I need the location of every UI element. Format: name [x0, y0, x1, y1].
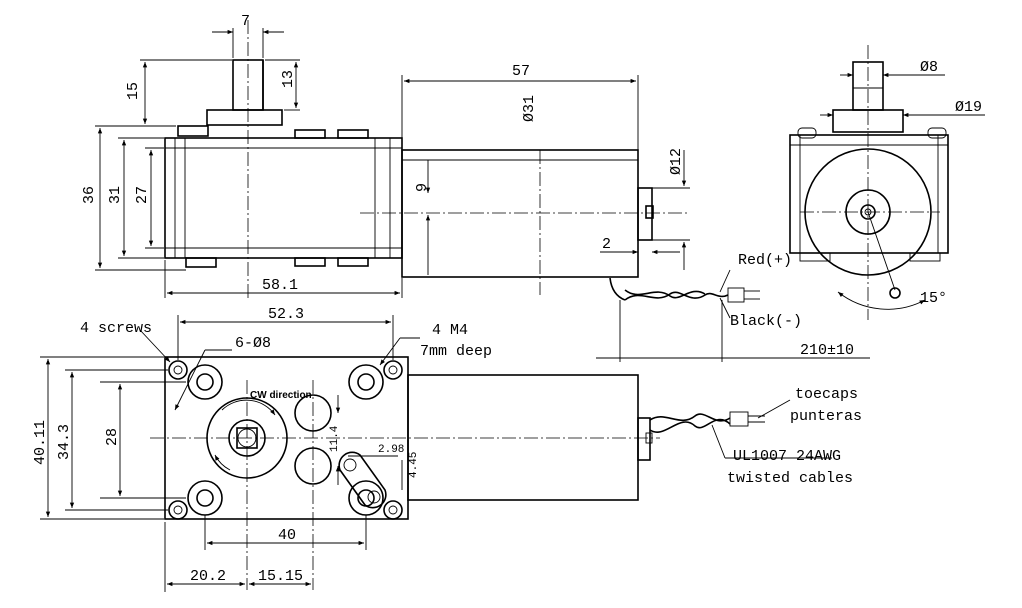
label-toecaps: toecaps: [795, 386, 858, 403]
dim-height-27: 27: [134, 186, 151, 204]
screw-bottom-right: [383, 500, 403, 520]
shaft-boss: [206, 109, 283, 126]
label-screws: 4 screws: [80, 320, 152, 337]
dim-11: 11.4: [329, 425, 341, 452]
dim-40: 40: [278, 527, 296, 544]
dim-shaft-total: 15: [125, 82, 142, 100]
screw-top-left: [168, 360, 188, 380]
gearbox-body: [164, 137, 403, 259]
side-view: Ø8 Ø19 15°: [789, 45, 985, 320]
dim-motor-length: 57: [512, 63, 530, 80]
dim-shaft-width: 7: [241, 13, 250, 30]
dim-wire-length: 210±10: [800, 342, 854, 359]
lead-wires-top: Red(+) Black(-) 210±10: [596, 252, 870, 362]
mount-slot: [338, 451, 387, 509]
front-motor-body: [407, 374, 639, 501]
label-black: Black(-): [730, 313, 802, 330]
dim-height-36: 36: [81, 186, 98, 204]
side-gearbox: [789, 134, 949, 254]
dim-shaft-flat: 13: [280, 70, 297, 88]
screw-bottom-left: [168, 500, 188, 520]
motor-body: [401, 149, 639, 278]
dim-boss-2: 2: [602, 236, 611, 253]
motor-end-boss: [637, 187, 653, 241]
label-thread-depth: 7mm deep: [420, 343, 492, 360]
lead-wires-bottom: toecaps punteras UL1007 24AWG twisted ca…: [649, 386, 862, 487]
dim-motor-diameter: Ø31: [521, 95, 538, 122]
dim-front-height-40: 40.11: [32, 420, 49, 465]
label-twisted: twisted cables: [727, 470, 853, 487]
dim-angle: 15°: [920, 290, 947, 307]
dim-1515: 15.15: [258, 568, 303, 585]
dim-front-width: 52.3: [268, 306, 304, 323]
dim-side-body: Ø19: [955, 99, 982, 116]
screw-top-right: [383, 360, 403, 380]
dim-front-height-28: 28: [104, 428, 121, 446]
label-punteras: punteras: [790, 408, 862, 425]
dim-side-shaft: Ø8: [920, 59, 938, 76]
dim-height-31: 31: [107, 186, 124, 204]
dim-202: 20.2: [190, 568, 226, 585]
dim-offset-9: 9: [414, 183, 431, 192]
front-view: CW direction 40.11 34.3 28 52.3 4 screws: [32, 306, 660, 592]
dim-front-height-34: 34.3: [56, 424, 73, 460]
label-cable-type: UL1007 24AWG: [733, 448, 841, 465]
label-cw-direction: CW direction: [250, 390, 312, 401]
label-threads: 4 M4: [432, 322, 468, 339]
dim-boss-diameter: Ø12: [668, 148, 685, 175]
label-holes: 6-Ø8: [235, 335, 271, 352]
label-red: Red(+): [738, 252, 792, 269]
dim-298: 2.98: [378, 444, 404, 456]
dim-gearbox-length: 58.1: [262, 277, 298, 294]
dim-445: 4.45: [408, 452, 420, 478]
top-view: 7 15 13 36 31 27 57 Ø31: [81, 13, 690, 301]
